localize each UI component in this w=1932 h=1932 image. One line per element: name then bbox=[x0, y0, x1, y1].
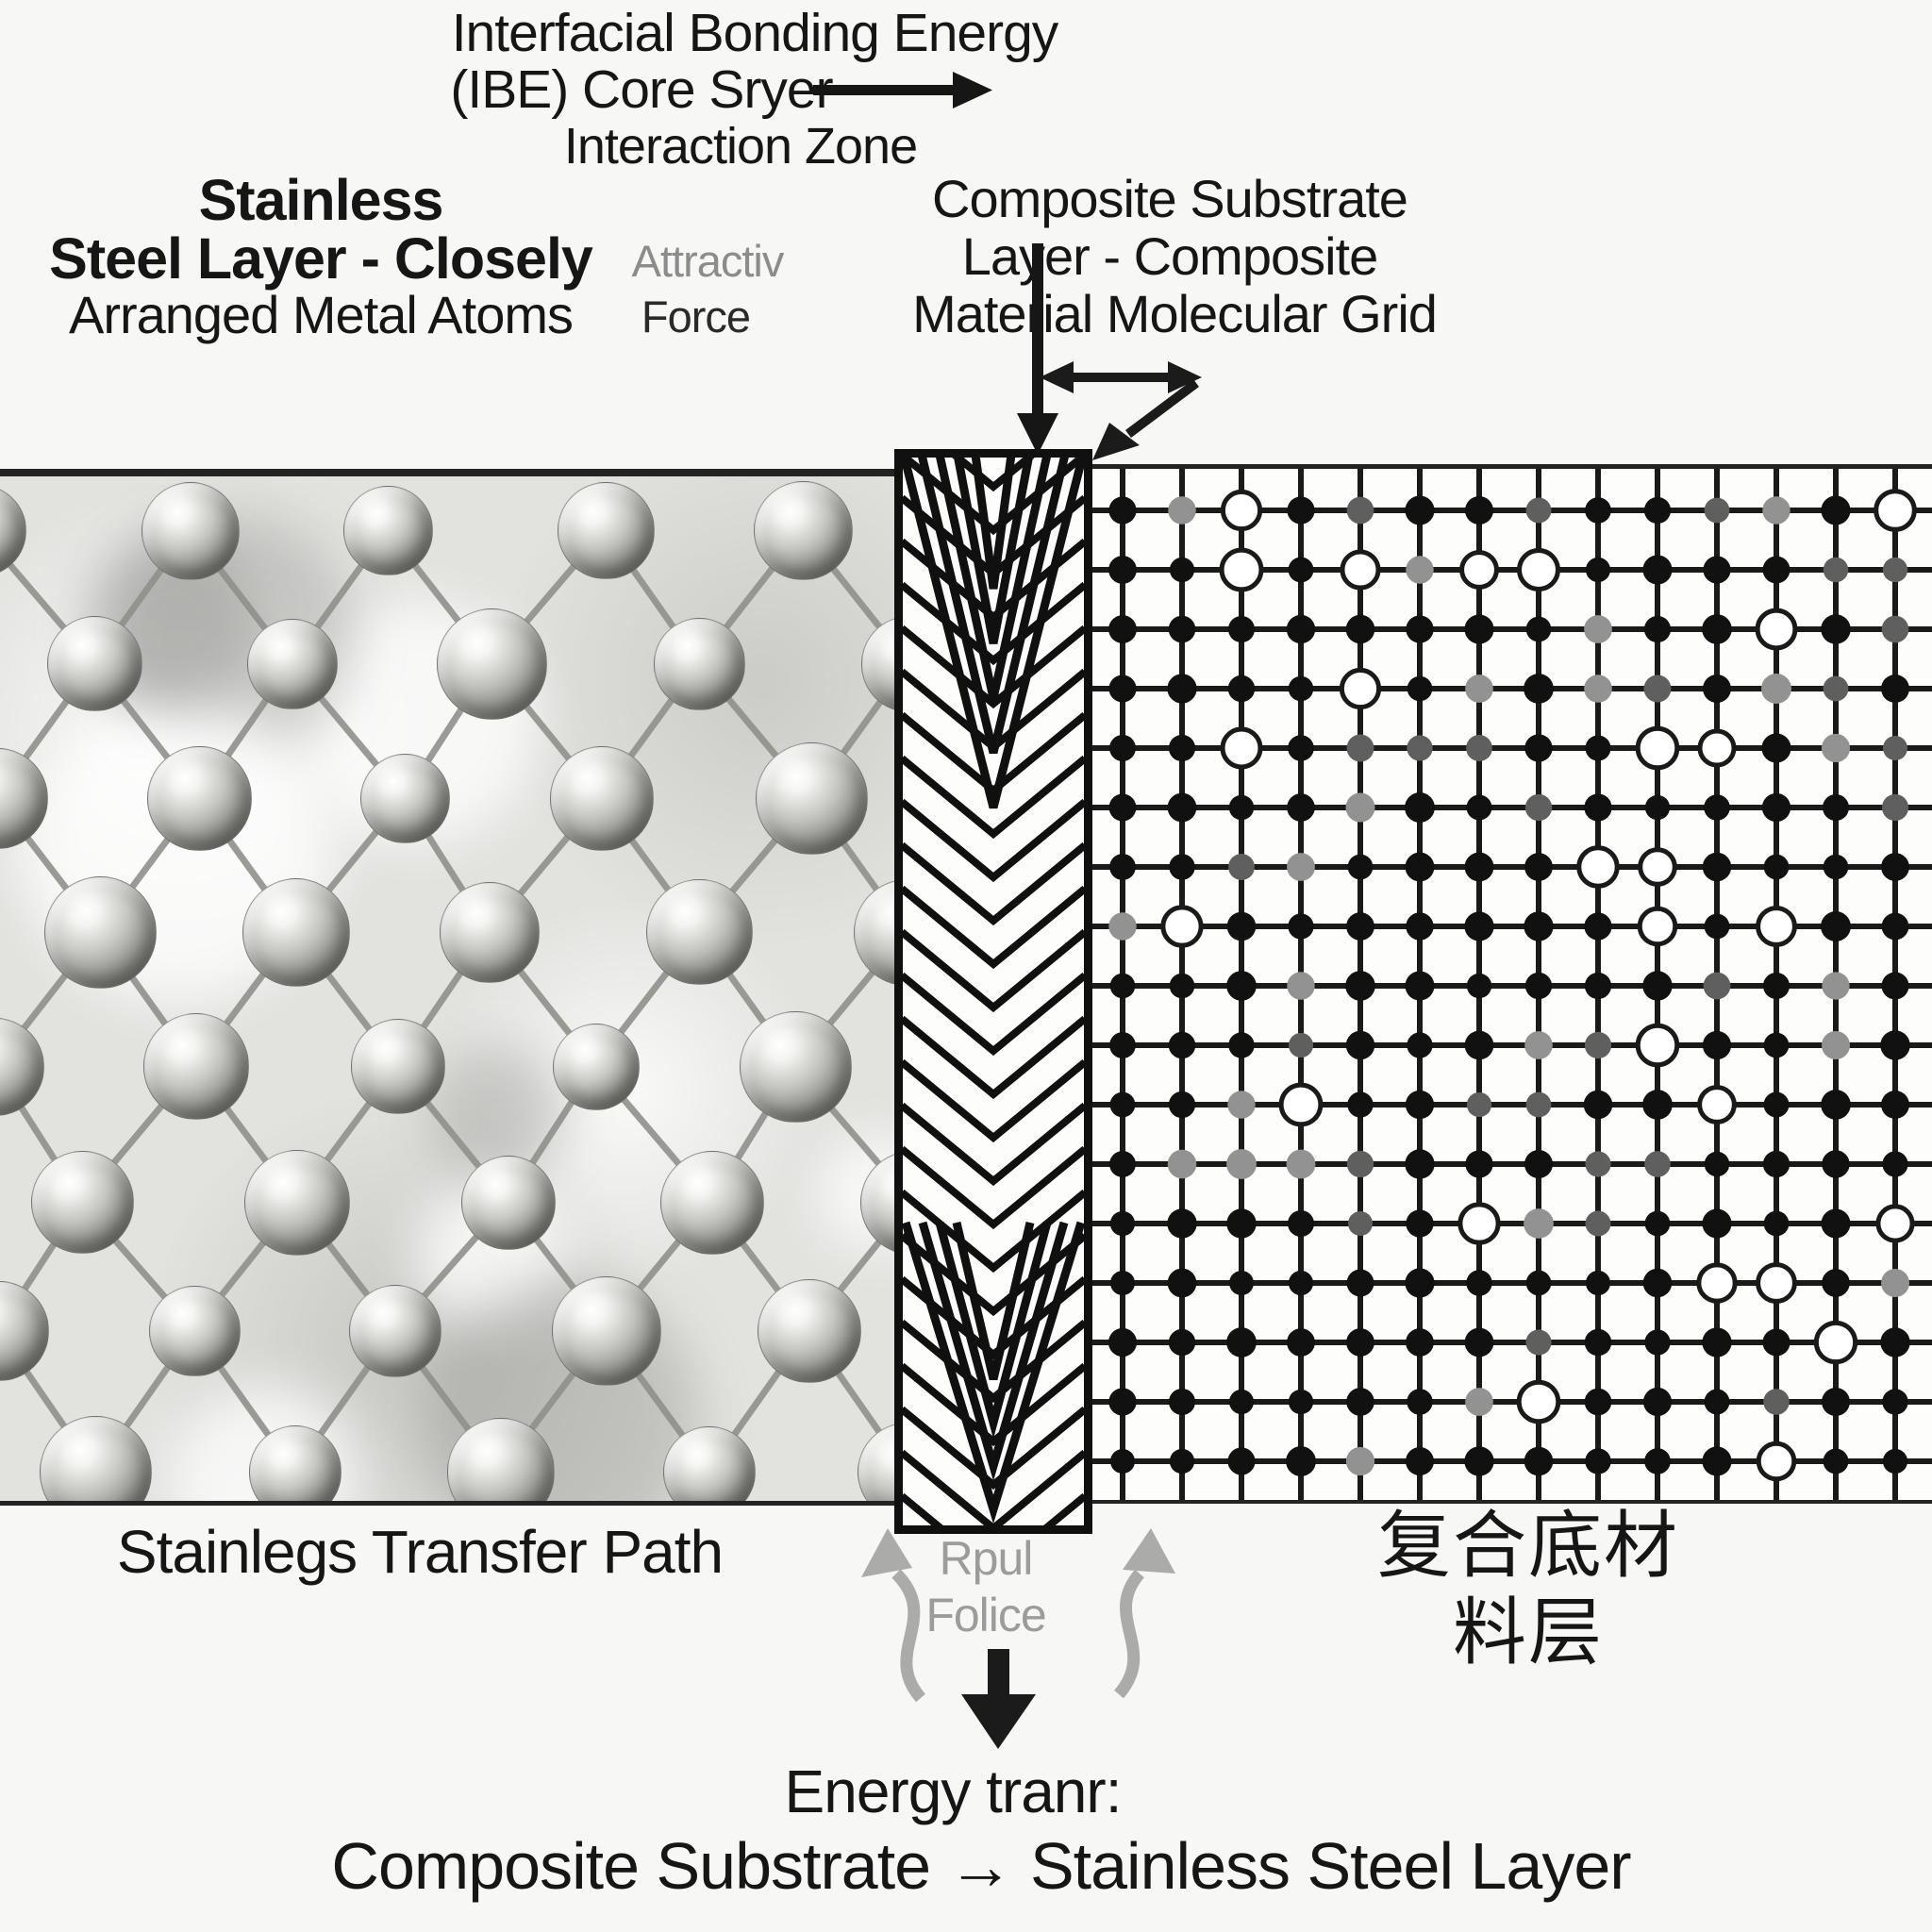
composite-heading-line-3: Material Molecular Grid bbox=[912, 284, 1438, 343]
metal-atom-sphere bbox=[446, 1418, 555, 1501]
metal-atom-sphere bbox=[552, 1275, 662, 1386]
metal-atom-sphere bbox=[30, 1151, 134, 1255]
metal-atom-sphere bbox=[142, 1013, 250, 1121]
metal-atom-sphere bbox=[461, 1155, 556, 1250]
top-border-left bbox=[0, 469, 894, 476]
metal-atom-sphere bbox=[359, 753, 451, 844]
metal-atom-sphere bbox=[663, 1425, 756, 1501]
composite-heading-line-2: Layer - Composite bbox=[961, 226, 1379, 286]
metal-atom-sphere bbox=[149, 1285, 241, 1377]
metal-atom-sphere bbox=[47, 616, 143, 712]
metal-atom-sphere bbox=[549, 746, 654, 851]
metal-atom-sphere bbox=[247, 618, 339, 709]
metal-atom-sphere bbox=[248, 1425, 341, 1501]
interface-band bbox=[894, 449, 1092, 1534]
title-line-1: Interfacial Bonding Energy bbox=[451, 3, 1059, 63]
attractive-force-label-line-1: Attractiv bbox=[631, 236, 785, 286]
stainless-heading-line-2: Steel Layer - Closely bbox=[49, 226, 593, 291]
metal-atom-sphere bbox=[757, 1278, 861, 1384]
stainless-heading-line-1: Stainless bbox=[198, 168, 444, 232]
transfer-path-label: Stainlegs Transfer Path bbox=[116, 1518, 724, 1586]
bottom-border-right bbox=[1092, 1496, 1932, 1504]
metal-atom-sphere bbox=[646, 879, 753, 986]
stainless-heading-line-3: Arranged Metal Atoms bbox=[68, 285, 574, 344]
energy-transfer-label-line-1: Energy tranr: bbox=[784, 1757, 1123, 1825]
metal-atom-sphere bbox=[558, 482, 655, 579]
metal-lattice-panel bbox=[0, 476, 896, 1501]
metal-atom-sphere bbox=[242, 877, 351, 987]
title-line-2: (IBE) Core Sryer bbox=[450, 59, 833, 120]
energy-transfer-label-line-2: Composite Substrate → Stainless Steel La… bbox=[331, 1829, 1631, 1903]
metal-atom-sphere bbox=[142, 481, 241, 580]
metal-atom-sphere bbox=[653, 618, 746, 710]
metal-atom-sphere bbox=[147, 746, 252, 851]
metal-atom-sphere bbox=[659, 1150, 764, 1255]
attractive-force-label-line-2: Force bbox=[641, 291, 751, 341]
metal-atom-sphere bbox=[43, 875, 157, 989]
metal-atom-sphere bbox=[40, 1416, 153, 1501]
metal-atom-sphere bbox=[439, 882, 541, 983]
repulsive-force-label-line-2: Folice bbox=[925, 1589, 1046, 1641]
metal-atom-sphere bbox=[243, 1149, 350, 1256]
repulsive-arrow-right bbox=[1113, 1528, 1175, 1699]
metal-atom-sphere bbox=[756, 742, 869, 856]
exchange-arrow bbox=[1040, 361, 1202, 393]
metal-atom-sphere bbox=[343, 486, 433, 575]
energy-down-arrow bbox=[961, 1649, 1036, 1749]
composite-heading-line-1: Composite Substrate bbox=[932, 169, 1408, 228]
top-border-right bbox=[1092, 464, 1932, 472]
cjk-substrate-label-line-2: 料层 bbox=[1452, 1591, 1604, 1674]
bottom-border-left bbox=[0, 1498, 894, 1506]
metal-atom-sphere bbox=[753, 481, 854, 581]
molecular-grid-panel bbox=[1092, 469, 1932, 1500]
metal-atom-sphere bbox=[350, 1019, 446, 1115]
metal-atom-sphere bbox=[348, 1284, 441, 1377]
metal-atom-sphere bbox=[436, 608, 548, 720]
diagonal-arrow bbox=[1092, 379, 1199, 460]
metal-atom-sphere bbox=[740, 1010, 852, 1123]
cjk-substrate-label-line-1: 复合底材 bbox=[1376, 1504, 1679, 1587]
repulsive-force-label-line-1: Rpul bbox=[939, 1532, 1034, 1585]
interaction-zone-label: Interaction Zone bbox=[563, 118, 918, 175]
metal-atom-sphere bbox=[552, 1023, 640, 1110]
